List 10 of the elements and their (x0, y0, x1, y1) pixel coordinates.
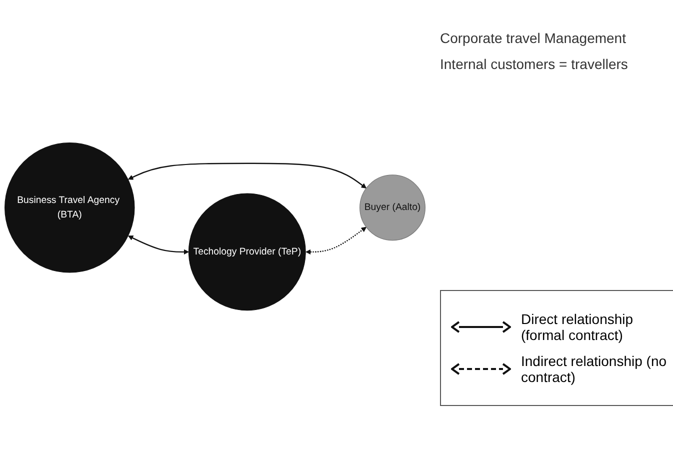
arrow (128, 162, 366, 188)
node-note: Corporate travel Management (440, 30, 627, 46)
legend-label: Direct relationship (formal contract) (521, 311, 634, 343)
arrow (128, 235, 189, 254)
arrow (306, 226, 366, 254)
node-note: Internal customers = travellers (440, 56, 629, 72)
node-circle: Buyer (Aalto) (360, 174, 426, 241)
node-circle: Techology Provider (TeP) (188, 193, 306, 311)
node-circle: Business Travel Agency (BTA) (4, 142, 135, 273)
legend-label: Indirect relationship (no contract) (521, 353, 668, 385)
